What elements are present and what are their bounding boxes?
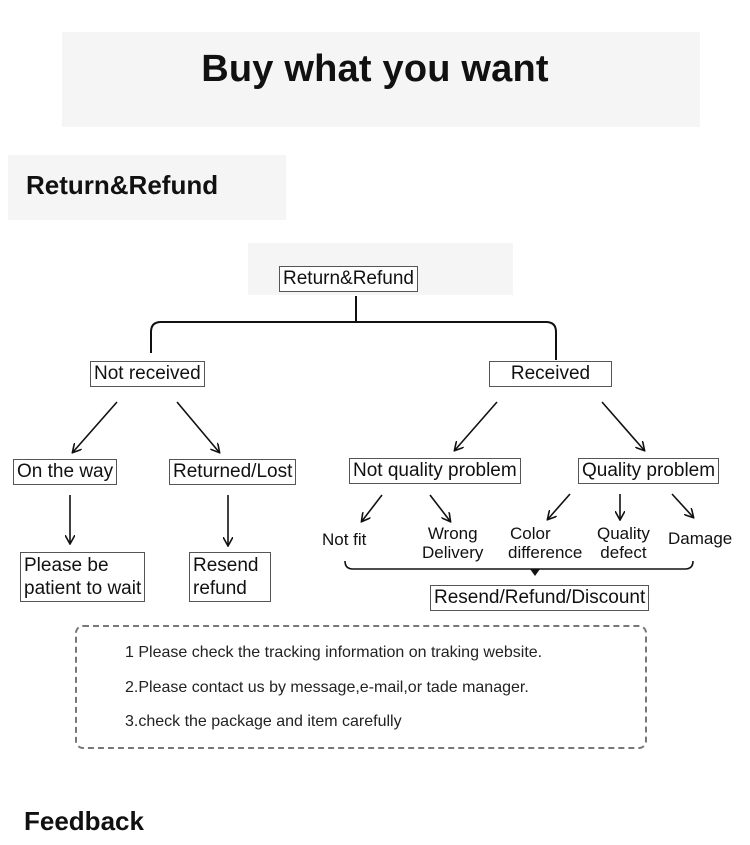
- node-not-quality-problem: Not quality problem: [349, 458, 521, 484]
- node-received: Received: [489, 361, 612, 387]
- quality-defect-line-1: Quality: [597, 524, 650, 543]
- label-wrong-delivery: Wrong Delivery: [422, 524, 483, 562]
- node-return-refund: Return&Refund: [279, 266, 418, 292]
- wait-line-2: patient to wait: [24, 578, 142, 599]
- section-title-return-refund: Return&Refund: [26, 170, 219, 200]
- node-resend-refund: Resend refund: [189, 552, 271, 602]
- resend-line-1: Resend: [193, 555, 259, 576]
- section-title-feedback: Feedback: [24, 806, 144, 836]
- node-please-wait: Please be patient to wait: [20, 552, 146, 602]
- color-difference-line-1: Color: [510, 524, 551, 543]
- node-not-received: Not received: [90, 361, 205, 387]
- section-band-return: [8, 155, 286, 220]
- node-on-the-way: On the way: [13, 459, 118, 485]
- tip-3: 3.check the package and item carefully: [125, 713, 402, 730]
- label-damage: Damage: [668, 529, 733, 548]
- wrong-delivery-line-1: Wrong: [427, 524, 478, 543]
- quality-defect-line-2: defect: [600, 543, 647, 562]
- resend-line-2: refund: [193, 578, 247, 599]
- label-not-fit: Not fit: [322, 530, 367, 549]
- tips-box: 1 Please check the tracking information …: [75, 625, 647, 749]
- tip-1: 1 Please check the tracking information …: [125, 644, 543, 661]
- node-outcome: Resend/Refund/Discount: [430, 585, 650, 611]
- wrong-delivery-line-2: Delivery: [422, 543, 484, 562]
- wait-line-1: Please be: [24, 555, 109, 576]
- page-title: Buy what you want: [201, 48, 549, 90]
- node-returned-lost: Returned/Lost: [169, 459, 297, 485]
- color-difference-line-2: difference: [508, 543, 583, 562]
- label-color-difference: Color difference: [508, 524, 582, 562]
- node-quality-problem: Quality problem: [578, 458, 720, 484]
- label-quality-defect: Quality defect: [597, 524, 650, 562]
- tip-2: 2.Please contact us by message,e-mail,or…: [125, 679, 529, 696]
- title-band: [62, 32, 700, 127]
